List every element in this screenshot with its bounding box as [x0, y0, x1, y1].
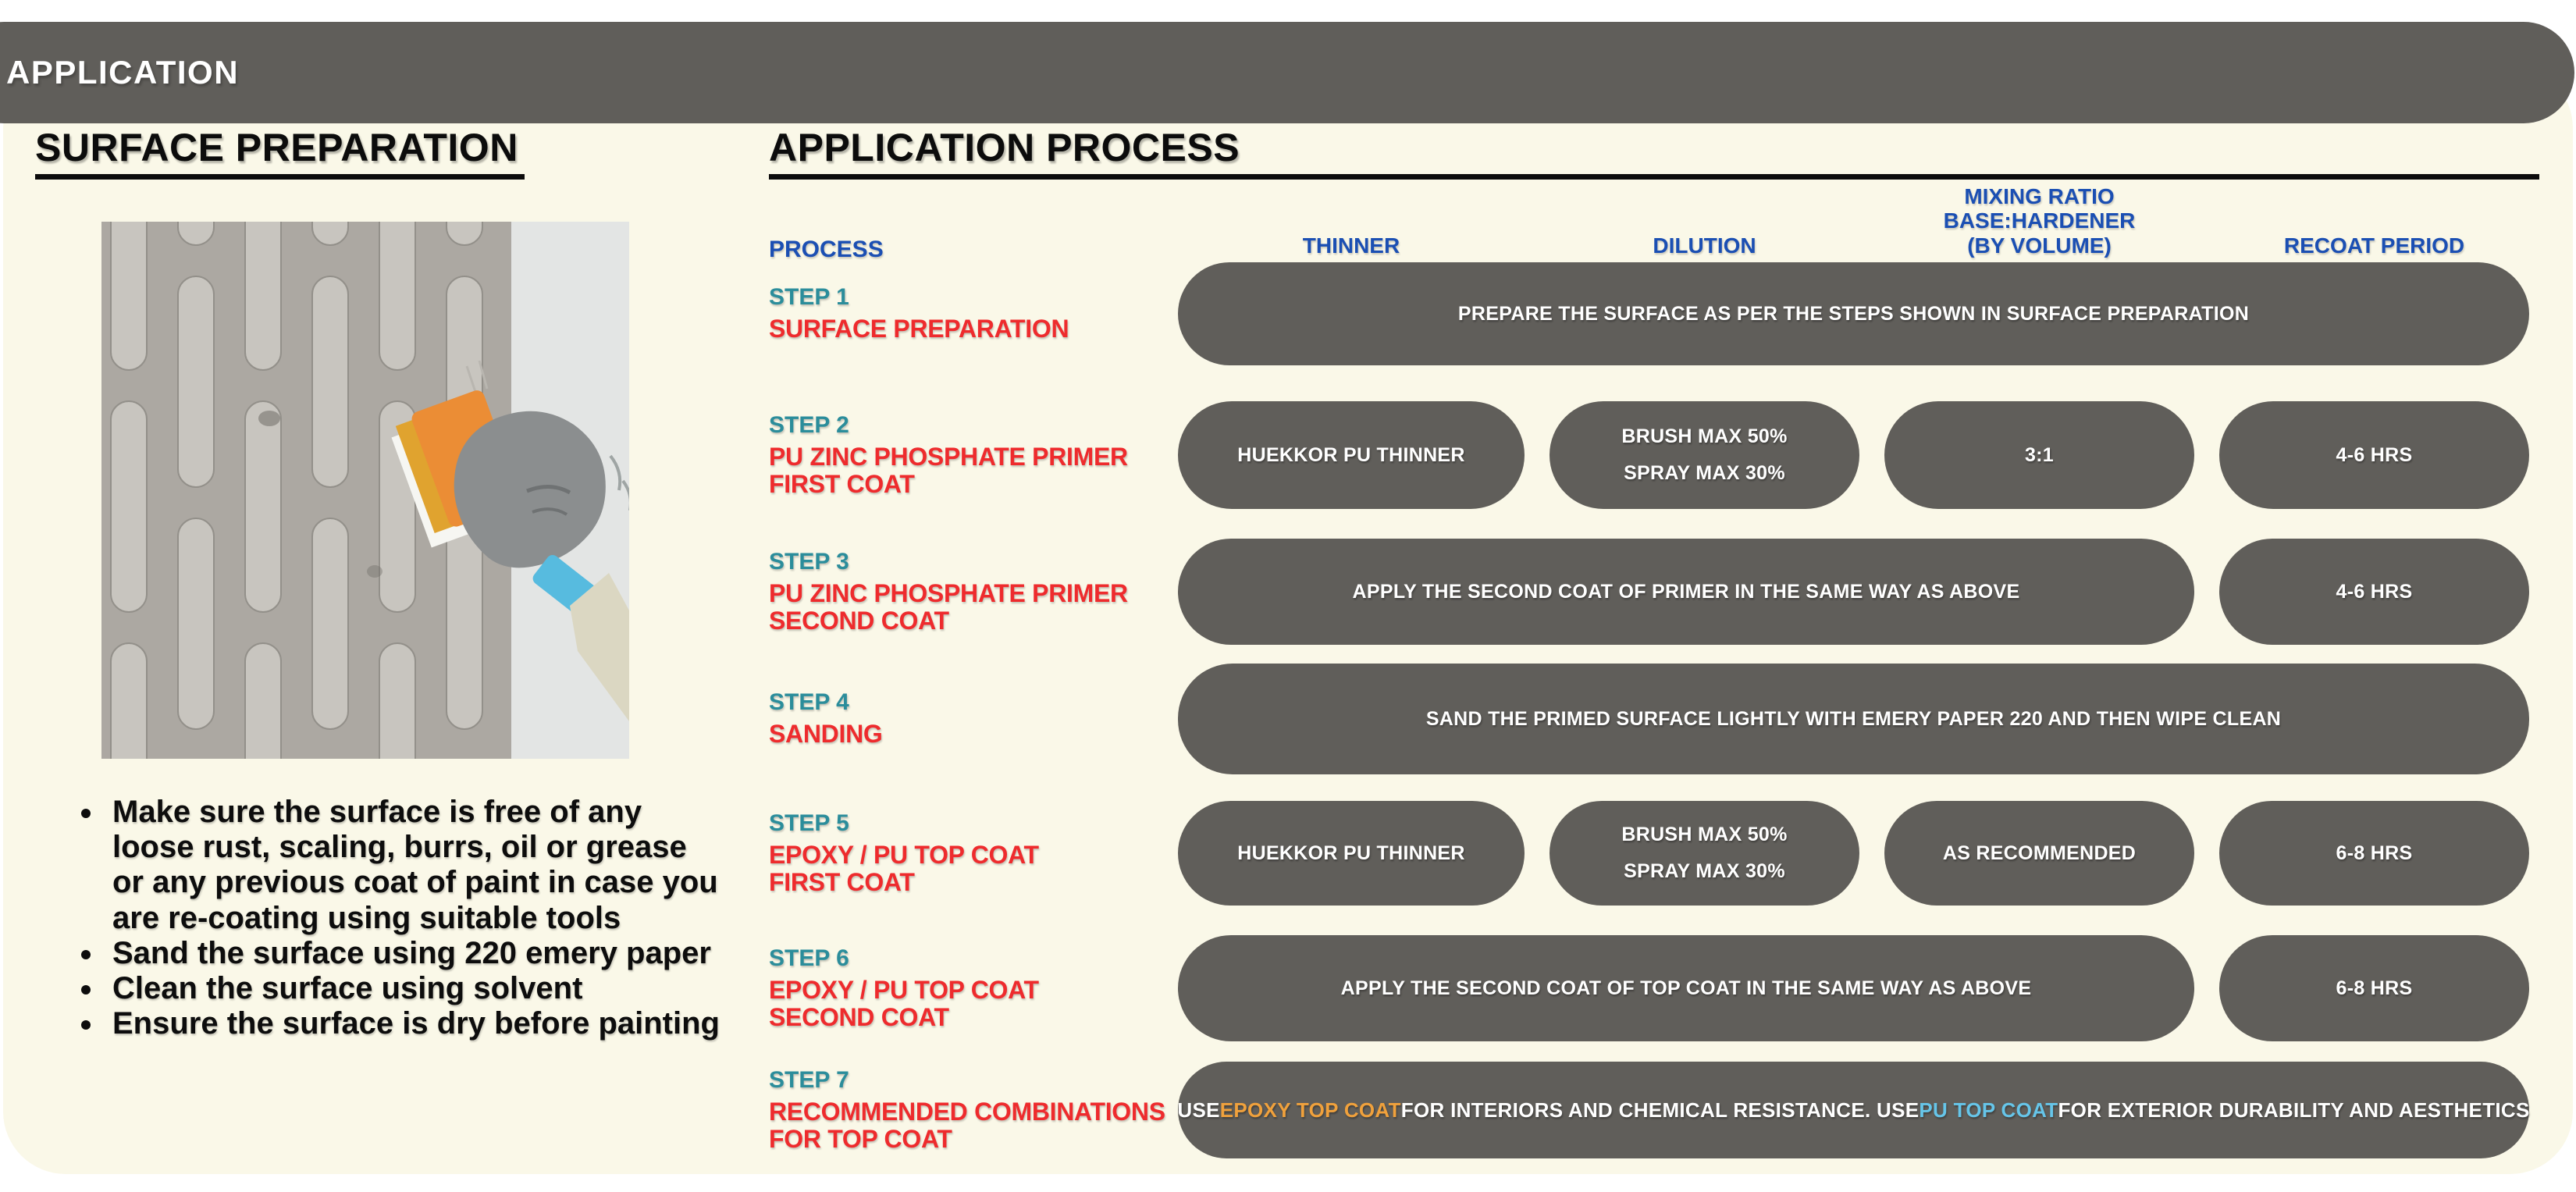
pu-top-coat-highlight: PU TOP COAT — [1919, 1098, 2058, 1122]
epoxy-top-coat-highlight: EPOXY TOP COAT — [1219, 1098, 1401, 1122]
column-header-dilution: DILUTION — [1653, 233, 1756, 258]
list-item: Clean the surface using solvent — [105, 971, 724, 1006]
step-name: EPOXY / PU TOP COAT SECOND COAT — [769, 975, 1039, 1031]
step-name: SANDING — [769, 720, 883, 749]
table-row: STEP 1 SURFACE PREPARATION PREPARE THE S… — [769, 262, 2529, 365]
pill-dilution: BRUSH MAX 50% SPRAY MAX 30% — [1550, 801, 1859, 906]
table-row: STEP 4 SANDING SAND THE PRIMED SURFACE L… — [769, 664, 2529, 774]
pill-mixing-ratio: 3:1 — [1884, 401, 2194, 509]
sleeve — [570, 573, 629, 721]
pill-instruction: APPLY THE SECOND COAT OF TOP COAT IN THE… — [1178, 935, 2194, 1041]
header-bar: APPLICATION — [0, 22, 2574, 123]
pill-instruction: APPLY THE SECOND COAT OF PRIMER IN THE S… — [1178, 539, 2194, 645]
combo-text: FOR INTERIORS AND CHEMICAL RESISTANCE. U… — [1400, 1098, 1920, 1122]
table-column-headers: THINNER DILUTION MIXING RATIO BASE:HARDE… — [1178, 184, 2529, 258]
pill-recommended-combinations: USE EPOXY TOP COAT FOR INTERIORS AND CHE… — [1177, 1062, 2530, 1158]
table-row: STEP 6 EPOXY / PU TOP COAT SECOND COAT A… — [769, 935, 2529, 1041]
pill-recoat: 6-8 HRS — [2219, 935, 2529, 1041]
list-item: Ensure the surface is dry before paintin… — [105, 1006, 724, 1041]
step-label: STEP 2 — [769, 411, 849, 438]
pill-instruction: PREPARE THE SURFACE AS PER THE STEPS SHO… — [1178, 262, 2529, 365]
pill-recoat: 4-6 HRS — [2219, 539, 2529, 645]
step-label: STEP 3 — [769, 548, 849, 575]
column-header-recoat: RECOAT PERIOD — [2283, 233, 2465, 258]
surface-preparation-image — [101, 34, 632, 855]
column-header-mixing-ratio: MIXING RATIO BASE:HARDENER (BY VOLUME) — [1943, 184, 2136, 258]
table-row: STEP 7 RECOMMENDED COMBINATIONS FOR TOP … — [769, 1062, 2529, 1158]
surface-preparation-heading: SURFACE PREPARATION — [35, 125, 525, 180]
pill-instruction: SAND THE PRIMED SURFACE LIGHTLY WITH EME… — [1178, 664, 2529, 774]
pill-mixing-ratio: AS RECOMMENDED — [1884, 801, 2194, 906]
step-name: RECOMMENDED COMBINATIONS FOR TOP COAT — [769, 1097, 1165, 1153]
table-row: STEP 5 EPOXY / PU TOP COAT FIRST COAT HU… — [769, 801, 2529, 906]
combo-text: USE — [1177, 1098, 1220, 1122]
step-label: STEP 4 — [769, 689, 849, 716]
page-title: APPLICATION — [6, 54, 240, 91]
pill-thinner: HUEKKOR PU THINNER — [1178, 401, 1525, 509]
surface-preparation-notes: Make sure the surface is free of any loo… — [61, 795, 724, 1041]
step-label: STEP 5 — [769, 809, 849, 836]
pill-recoat: 4-6 HRS — [2219, 401, 2529, 509]
step-name: PU ZINC PHOSPHATE PRIMER SECOND COAT — [769, 578, 1128, 635]
table-row: STEP 2 PU ZINC PHOSPHATE PRIMER FIRST CO… — [769, 401, 2529, 509]
list-item: Sand the surface using 220 emery paper — [105, 936, 724, 971]
combo-text: FOR EXTERIOR DURABILITY AND AESTHETICS — [2058, 1098, 2530, 1122]
pill-dilution: BRUSH MAX 50% SPRAY MAX 30% — [1550, 401, 1859, 509]
column-header-thinner: THINNER — [1302, 233, 1400, 258]
step-name: PU ZINC PHOSPHATE PRIMER FIRST COAT — [769, 442, 1128, 498]
sanding-illustration — [101, 34, 632, 855]
step-name: EPOXY / PU TOP COAT FIRST COAT — [769, 840, 1039, 896]
step-label: STEP 7 — [769, 1066, 849, 1093]
application-process-heading: APPLICATION PROCESS — [769, 126, 1240, 169]
step-name: SURFACE PREPARATION — [769, 315, 1069, 343]
step-label: STEP 6 — [769, 945, 849, 971]
step-label: STEP 1 — [769, 284, 849, 311]
table-row: STEP 3 PU ZINC PHOSPHATE PRIMER SECOND C… — [769, 539, 2529, 645]
pill-recoat: 6-8 HRS — [2219, 801, 2529, 906]
application-process-heading-rule: APPLICATION PROCESS — [769, 125, 2539, 180]
pill-thinner: HUEKKOR PU THINNER — [1178, 801, 1525, 906]
list-item: Make sure the surface is free of any loo… — [105, 795, 724, 936]
process-column-label: PROCESS — [769, 237, 884, 262]
